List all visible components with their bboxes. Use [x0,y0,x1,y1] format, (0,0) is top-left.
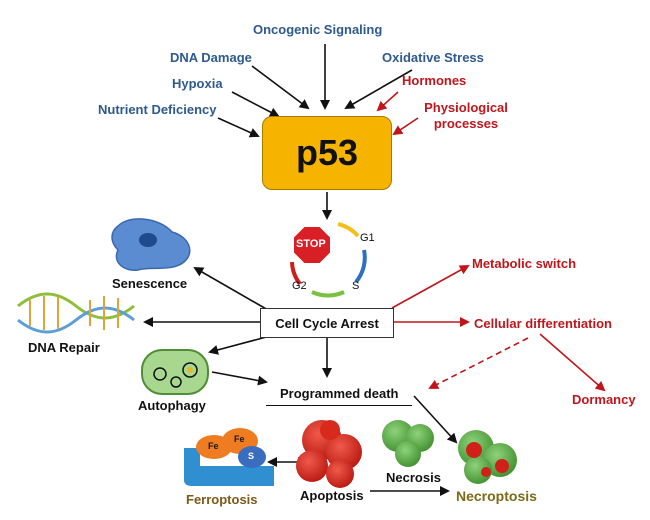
arrow-dormancy [539,333,606,392]
hypoxia-label: Hypoxia [172,76,223,91]
g1-label: G1 [360,232,375,244]
oxidative-stress-label: Oxidative Stress [382,50,484,65]
arrow-nutrient [217,117,260,138]
arrow-dna-damage [251,65,310,110]
autophagy-icon [141,349,209,395]
stress-arrows [217,44,413,138]
g2-arc [311,290,345,298]
g1-arc [337,222,360,238]
dna-repair-label: DNA Repair [28,340,100,355]
stop-sign-icon [292,225,332,265]
red-stress-arrows [376,91,419,136]
arrest-arrows [143,267,332,386]
ferroptosis-icon [184,428,274,486]
arrow-physiological [392,117,419,136]
m-arc [290,261,302,286]
nutrient-deficiency-label: Nutrient Deficiency [98,102,217,117]
physiological-processes-label: Physiological processes [424,100,508,131]
ferroptosis-label: Ferroptosis [186,492,258,507]
dormancy-label: Dormancy [572,392,636,407]
programmed-death-label: Programmed death [266,386,413,406]
necroptosis-icon [458,430,517,484]
p53-box: p53 [262,116,392,190]
necrosis-label: Necrosis [386,470,441,485]
arrow-diff-to-death [428,337,529,389]
red-outcome-arrows [391,265,606,392]
cell-cycle-arrest-box: Cell Cycle Arrest [260,308,394,338]
dna-helix-icon [17,292,135,334]
s-arc [354,249,367,284]
dna-damage-label: DNA Damage [170,50,252,65]
arrow-senescence [193,267,269,311]
arrow-autophagy-up [208,335,271,355]
cell-cycle-wheel [290,222,367,298]
fe2-label: Fe [234,434,245,444]
arrow-oxidative [344,69,413,109]
apoptosis-label: Apoptosis [300,488,364,503]
s-icon-label: S [248,451,255,461]
senescence-cell-icon [111,218,191,271]
cellular-differentiation-label: Cellular differentiation [474,316,612,331]
arrow-hormones [376,91,399,112]
arrow-to-necroptosis [413,395,458,444]
arrow-hypoxia [231,91,280,117]
p53-label: p53 [295,132,359,173]
apoptosis-icon [296,420,362,488]
autophagy-label: Autophagy [138,398,206,413]
necrosis-icon [382,420,434,467]
arrow-metabolic [391,265,470,309]
fe1-label: Fe [208,441,219,451]
g2-label: G2 [292,280,307,292]
arrow-autophagy-death [211,371,268,386]
metabolic-switch-label: Metabolic switch [472,256,577,271]
cell-cycle-arrest-label: Cell Cycle Arrest [275,315,379,331]
necroptosis-label: Necroptosis [456,488,537,504]
s-label: S [352,280,360,292]
senescence-label: Senescence [112,276,188,291]
stop-label: STOP [296,238,326,250]
oncogenic-signaling-label: Oncogenic Signaling [253,22,383,37]
hormones-label: Hormones [402,73,467,88]
